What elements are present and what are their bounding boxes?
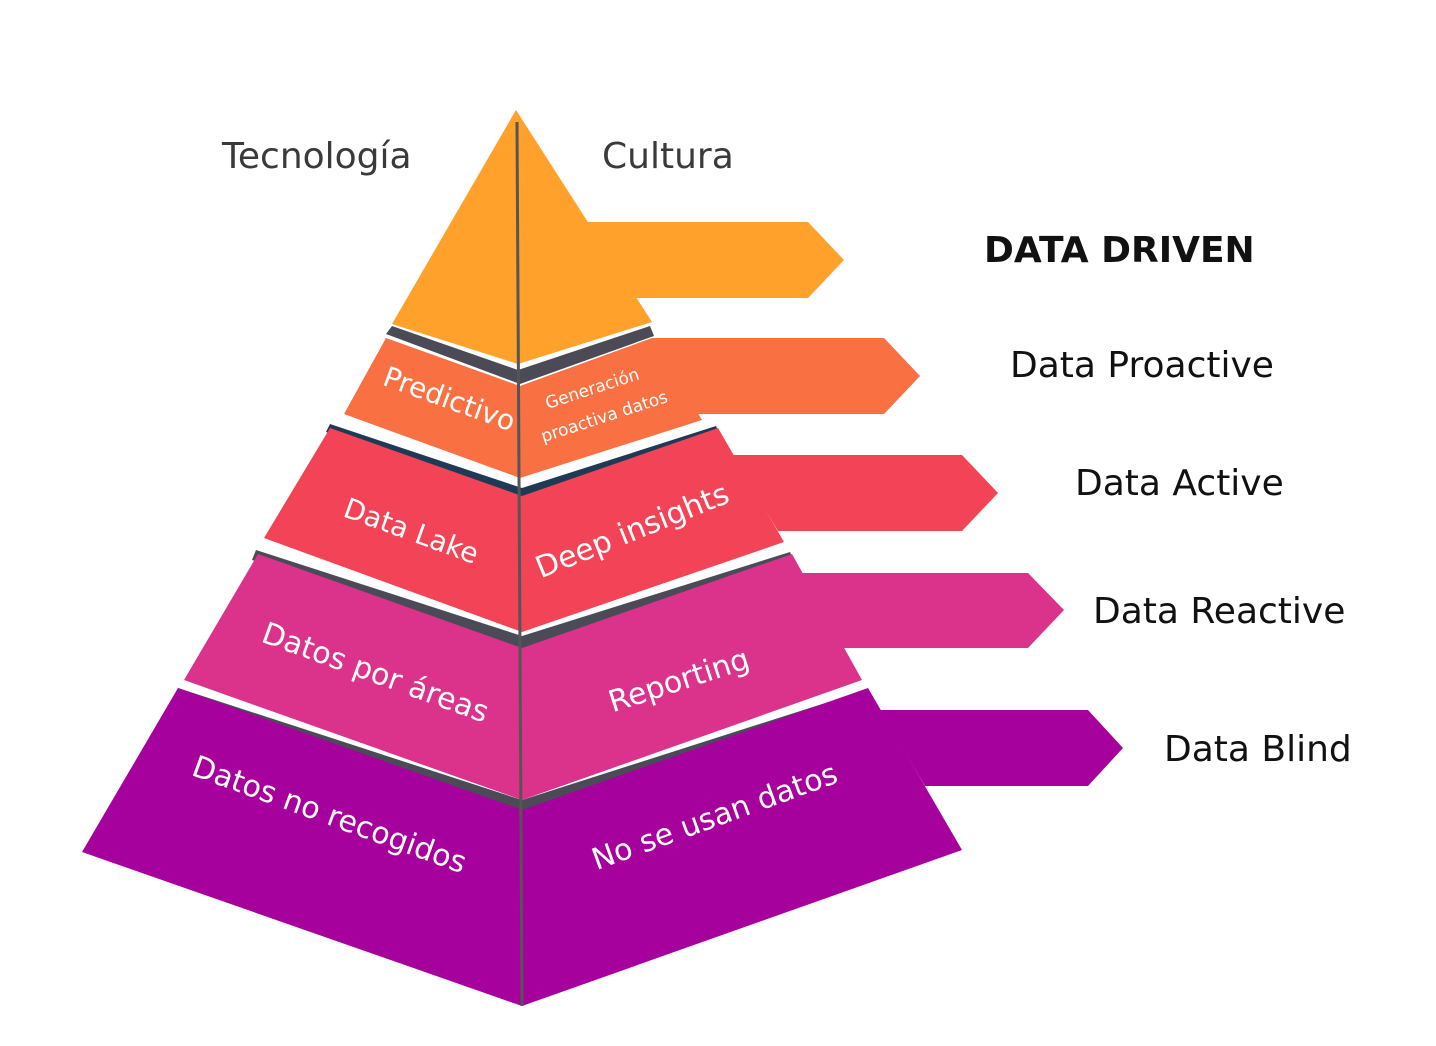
- technology-axis-label: Tecnología: [221, 136, 412, 177]
- data-reactive-left-face: [184, 554, 522, 800]
- data-active-left-face: [264, 428, 522, 632]
- data-driven-arrow: [560, 222, 844, 298]
- level-label-data-blind: Data Blind: [1164, 729, 1352, 770]
- level-label-data-driven: DATA DRIVEN: [984, 230, 1255, 271]
- level-label-data-proactive: Data Proactive: [1010, 345, 1274, 386]
- data-blind-left-face: [82, 688, 522, 1006]
- level-data-active: Data Lake Deep insights: [264, 424, 998, 632]
- level-data-reactive: Datos por áreas Reporting: [184, 550, 1064, 800]
- data-proactive-arrow: [652, 338, 920, 414]
- level-data-proactive: Predictivo Generación proactiva datos: [344, 326, 920, 478]
- data-driven-right-face: [516, 110, 652, 364]
- level-data-blind: Datos no recogidos No se usan datos: [82, 688, 1123, 1006]
- level-label-data-reactive: Data Reactive: [1093, 591, 1345, 632]
- data-blind-right-face: [522, 688, 962, 1006]
- data-blind-arrow: [880, 710, 1123, 786]
- data-proactive-separator: [386, 326, 654, 384]
- culture-axis-label: Cultura: [602, 136, 734, 177]
- data-proactive-right-face: [520, 338, 702, 478]
- data-reactive-arrow: [795, 573, 1064, 648]
- data-driven-left-face: [392, 110, 518, 364]
- level-data-driven: [392, 110, 844, 364]
- data-proactive-left-face: [344, 338, 520, 478]
- data-active-arrow: [732, 455, 998, 531]
- data-active-right-face: [522, 428, 784, 632]
- data-reactive-right-face: [522, 554, 862, 800]
- level-label-data-active: Data Active: [1075, 463, 1284, 504]
- pyramid-center-line: [515, 121, 524, 1007]
